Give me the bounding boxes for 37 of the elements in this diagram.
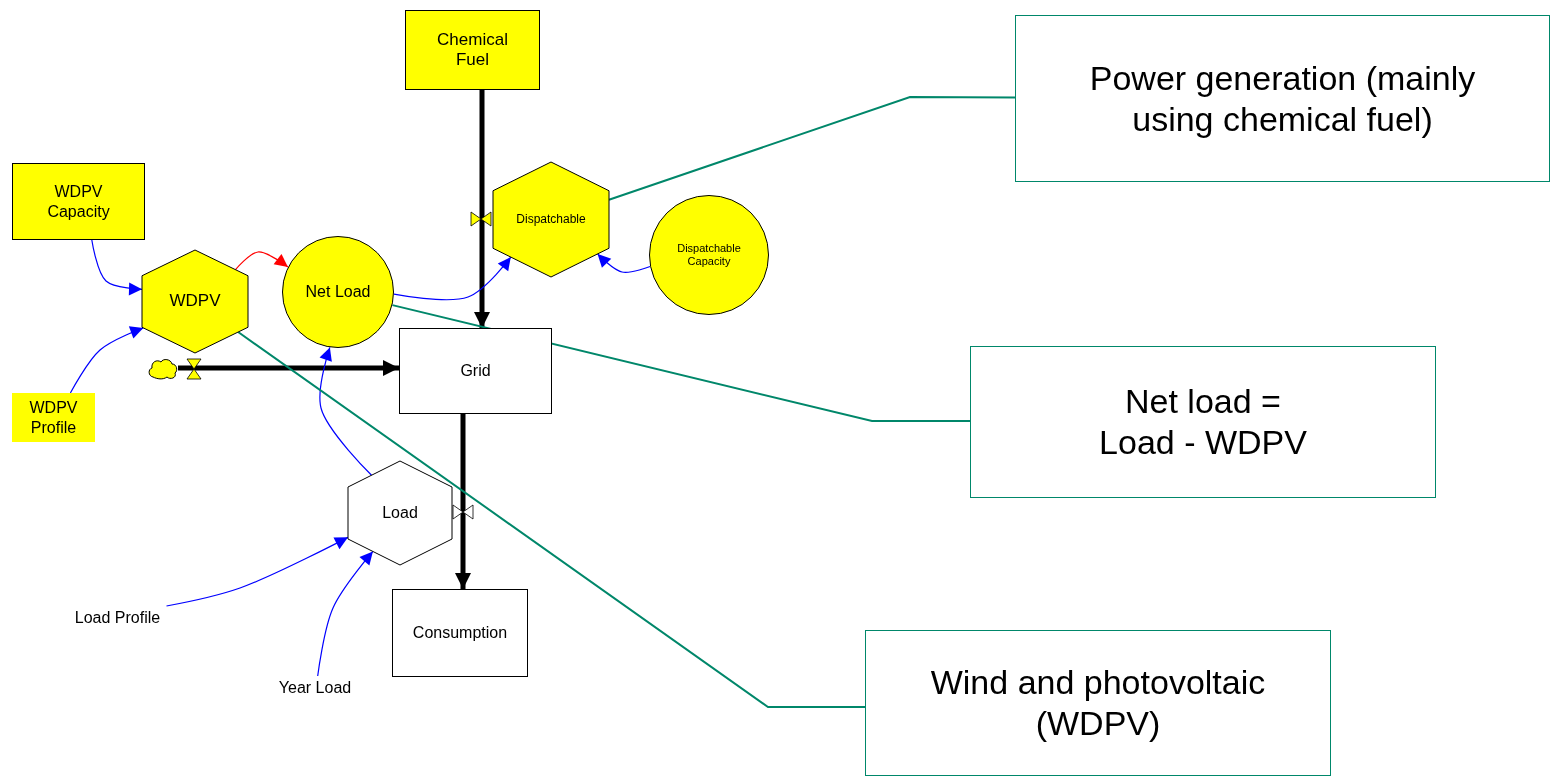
connector-arrow [317,550,374,677]
leader-line [237,331,866,708]
connector-arrow [596,253,651,273]
connector-arrow [393,256,512,301]
connector-arrow [69,326,144,394]
node-label: Consumption [412,623,508,643]
stock-box [399,328,552,414]
leader-line [608,96,1016,201]
node-label: Load [382,503,418,523]
connector-arrow [91,239,143,296]
connector-arrow [319,346,373,476]
node-label: Year Load [278,678,352,698]
callout-text: Power generation (mainly using chemical fuel) [1088,57,1477,140]
flow-pipe [178,360,399,376]
node-label: Load Profile [74,608,161,628]
node-label: Chemical Fuel [436,29,509,71]
node-label: WDPV Profile [28,398,79,437]
node-label: Net Load [305,282,371,302]
callout-text: Wind and photovoltaic (WDPV) [929,662,1267,744]
leader-line [391,304,971,422]
variable-box [12,163,145,240]
callout-box [1015,15,1550,182]
stock-box [392,589,528,677]
node-label: WDPV [169,291,221,312]
callout-text: Net load = Load - WDPV [1098,381,1308,463]
callout-box [970,346,1436,498]
stock-box [405,10,540,90]
connector-arrow [165,536,349,607]
callout-box [865,630,1331,776]
node-label: Dispatchable Capacity [676,241,742,269]
variable-box [12,393,95,442]
flow-pipe [455,414,471,589]
node-label: WDPV Capacity [46,182,111,221]
node-label: Grid [460,361,491,381]
connector-arrow [234,251,289,271]
node-label: Dispatchable [516,212,586,227]
flow-pipe [474,90,490,328]
